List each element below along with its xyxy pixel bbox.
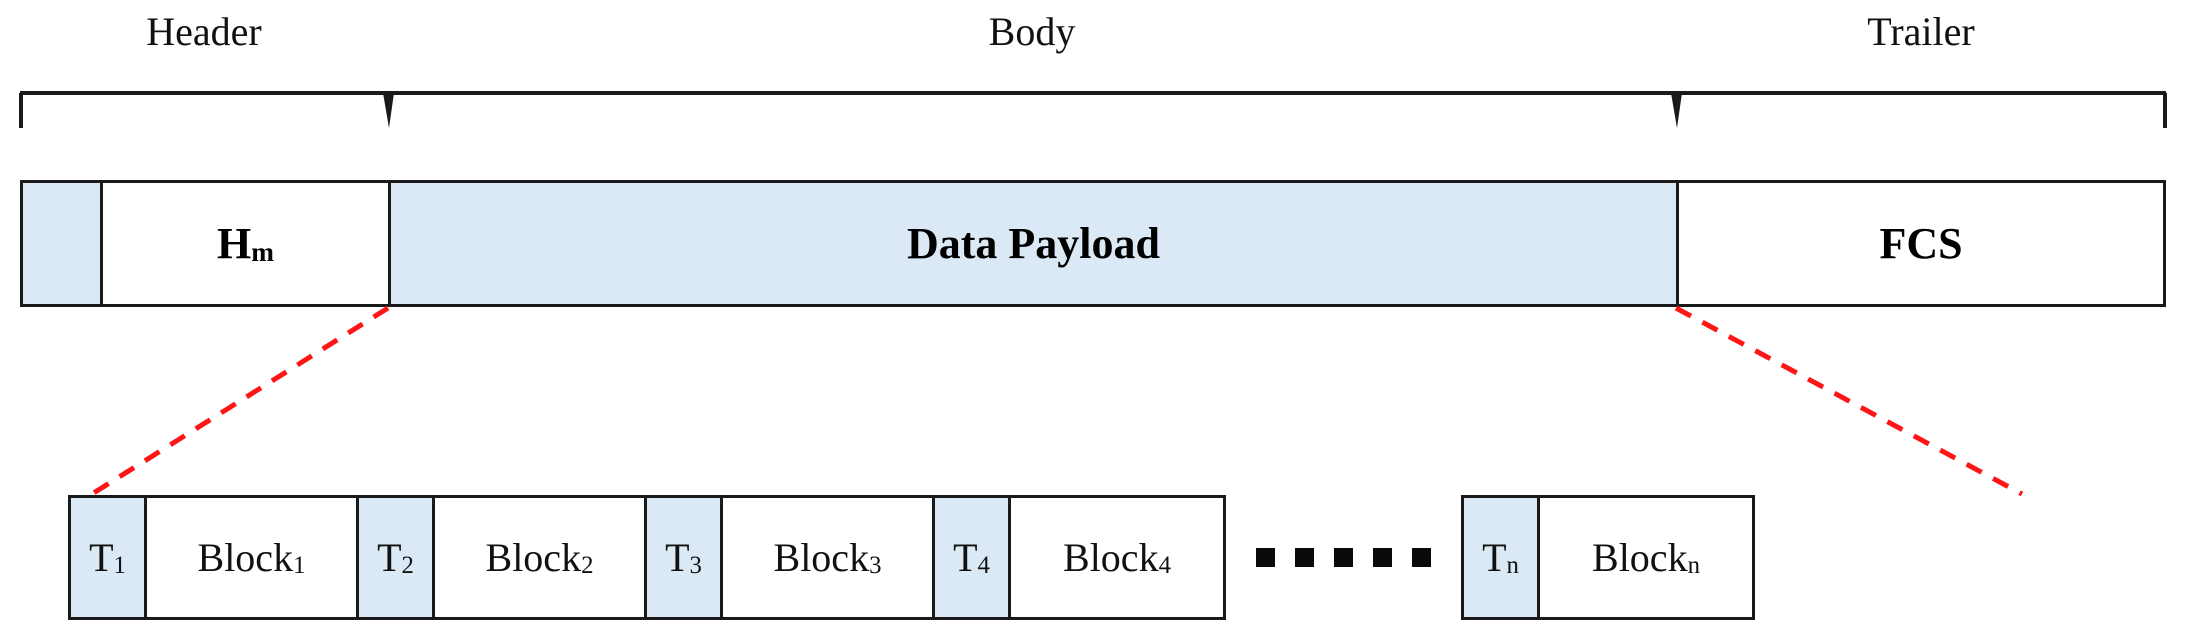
block-tag-3-base: T — [665, 535, 690, 580]
block-tag-n-base: T — [1482, 535, 1507, 580]
header-field-base: H — [217, 219, 252, 268]
block-data-n-base: Block — [1592, 535, 1688, 580]
block-ellipsis — [1226, 495, 1461, 620]
block-data-2-base: Block — [485, 535, 582, 580]
block-data-1-base: Block — [197, 535, 294, 580]
label-body: Body — [988, 9, 1076, 54]
ellipsis-square-icon — [1373, 548, 1392, 567]
block-tag-2-base: T — [377, 535, 402, 580]
block-data-4-base: Block — [1063, 535, 1159, 580]
data-payload-label: Data Payload — [907, 219, 1160, 268]
connector-left-dashed — [90, 305, 390, 497]
ellipsis-square-icon — [1412, 548, 1431, 567]
frame-cell-fcs: FCS — [1679, 183, 2163, 304]
ellipsis-square-icon — [1334, 548, 1353, 567]
label-header: Header — [146, 9, 262, 54]
connector-right-dashed — [1674, 305, 2024, 497]
ellipsis-square-icon — [1295, 548, 1314, 567]
frame-cell-data-payload: Data Payload — [391, 183, 1679, 304]
block-tag-4-base: T — [953, 535, 978, 580]
fcs-label: FCS — [1879, 219, 1963, 268]
block-data-3-base: Block — [773, 535, 870, 580]
block-tag-1-base: T — [89, 535, 114, 580]
frame-cell-preamble — [23, 183, 103, 304]
ellipsis-square-icon — [1256, 548, 1275, 567]
label-trailer: Trailer — [1867, 9, 1975, 54]
